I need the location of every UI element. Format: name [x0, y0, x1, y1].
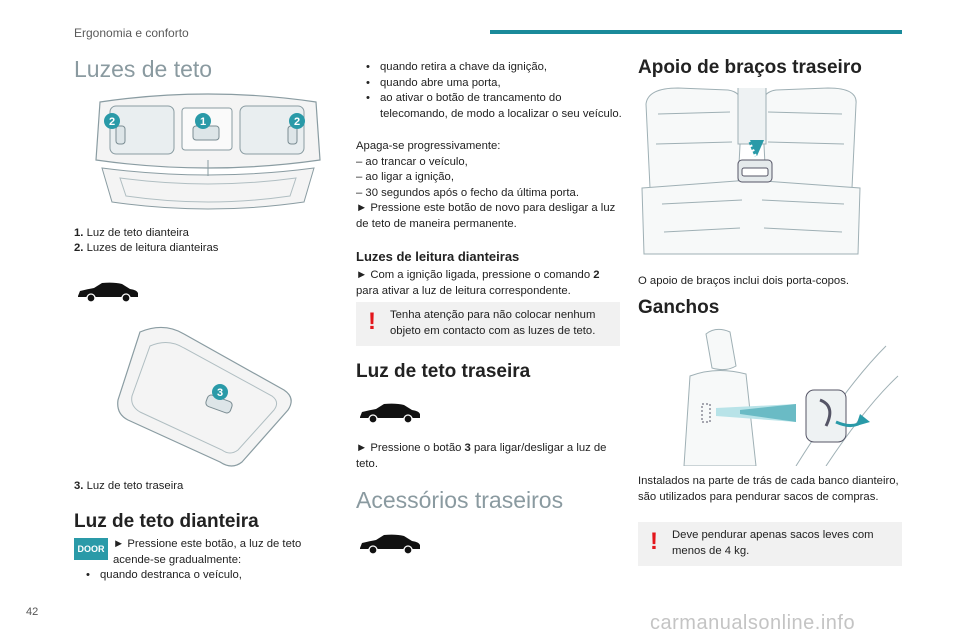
text-run-bold: 2 — [593, 269, 600, 281]
heading-luz-de-teto-traseira: Luz de teto traseira — [356, 361, 531, 382]
legend-item-2: 2. Luzes de leitura dianteiras — [74, 241, 218, 257]
warning-text: Deve pendurar apenas sacos leves com men… — [672, 529, 874, 557]
badge-2-left: 2 — [109, 116, 115, 128]
header-accent-bar — [490, 30, 902, 34]
sedan-car-icon — [78, 282, 138, 303]
legend-num: 1. — [74, 227, 84, 239]
warning-text: Tenha atenção para não colocar nenhum ob… — [390, 309, 596, 337]
sedan-car-icon — [360, 403, 420, 424]
list-item: – 30 segundos após o fecho da última por… — [356, 186, 579, 199]
text-run: ► Pressione o botão — [356, 442, 465, 454]
paragraph-line: ► Pressione este botão, a luz de teto — [113, 538, 302, 550]
paragraph-press-again: ► Pressione este botão de novo para desl… — [356, 202, 616, 230]
front-ceiling-light-figure: 2 1 2 — [95, 93, 321, 210]
rear-armrest-figure — [641, 87, 861, 255]
paragraph-rear-light: ► Pressione o botão 3 para ligar/desliga… — [356, 441, 620, 472]
warning-icon: ! — [368, 308, 376, 335]
list-item: quando destranca o veículo, — [86, 568, 326, 584]
legend-item-1: 1. Luz de teto dianteira — [74, 226, 189, 242]
sedan-car-icon — [360, 534, 420, 555]
list-item: ao ativar o botão de trancamento do tele… — [366, 91, 628, 122]
text-run: ► Com a ignição ligada, pressione o coma… — [356, 269, 594, 281]
legend-item-3: 3. Luz de teto traseira — [74, 479, 183, 495]
warning-callout: ! Tenha atenção para não colocar nenhum … — [356, 302, 620, 346]
badge-1: 1 — [200, 116, 206, 128]
list-item: quando abre uma porta, — [366, 76, 628, 92]
badge-2-right: 2 — [294, 116, 300, 128]
rear-ceiling-light-figure: 3 — [117, 326, 292, 467]
text-run-bold: 3 — [464, 442, 471, 454]
door-icon: DOOR — [74, 538, 108, 560]
legend-num: 3. — [74, 480, 84, 492]
title-luzes-de-teto: Luzes de teto — [74, 56, 213, 82]
bullet-list-on: quando destranca o veículo, — [74, 568, 326, 584]
section-title: Ergonomia e conforto — [74, 26, 189, 40]
hooks-text: Instalados na parte de trás de cada banc… — [638, 475, 899, 503]
warning-callout: ! Deve pendurar apenas sacos leves com m… — [638, 522, 902, 566]
heading-luzes-de-leitura: Luzes de leitura dianteiras — [356, 249, 520, 264]
page-number: 42 — [26, 606, 39, 618]
list-item: – ao trancar o veículo, — [356, 155, 468, 168]
paragraph-line: acende-se gradualmente: — [113, 553, 242, 566]
hooks-figure — [683, 328, 899, 466]
bullet-list-on-cont: quando retira a chave da ignição, quando… — [354, 60, 628, 122]
legend-text: Luzes de leitura dianteiras — [86, 242, 219, 254]
turn-off-block: Apaga-se progressivamente: – ao trancar … — [356, 139, 620, 232]
text-run: para ativar a luz de leitura corresponde… — [356, 284, 571, 297]
watermark: carmanualsonline.info — [650, 612, 856, 634]
text-run: para ligar/desligar a luz de teto. — [356, 442, 607, 470]
turn-off-intro: Apaga-se progressivamente: — [356, 140, 501, 152]
paragraph-reading-lights: ► Com a ignição ligada, pressione o coma… — [356, 268, 620, 299]
heading-luz-de-teto-dianteira: Luz de teto dianteira — [74, 511, 259, 532]
title-acessorios-traseiros: Acessórios traseiros — [356, 487, 564, 513]
list-item: – ao ligar a ignição, — [356, 171, 454, 183]
list-item: quando retira a chave da ignição, — [366, 60, 628, 76]
paragraph-press-button: ► Pressione este botão, a luz de teto ac… — [113, 537, 301, 568]
heading-apoio-de-bracos: Apoio de braços traseiro — [638, 57, 862, 78]
legend-text: Luz de teto dianteira — [86, 227, 189, 239]
legend-text: Luz de teto traseira — [86, 480, 184, 492]
legend-num: 2. — [74, 242, 84, 254]
badge-3: 3 — [217, 387, 223, 399]
armrest-caption: O apoio de braços inclui dois porta-copo… — [638, 275, 849, 287]
warning-icon: ! — [650, 528, 658, 555]
heading-ganchos: Ganchos — [638, 297, 720, 318]
